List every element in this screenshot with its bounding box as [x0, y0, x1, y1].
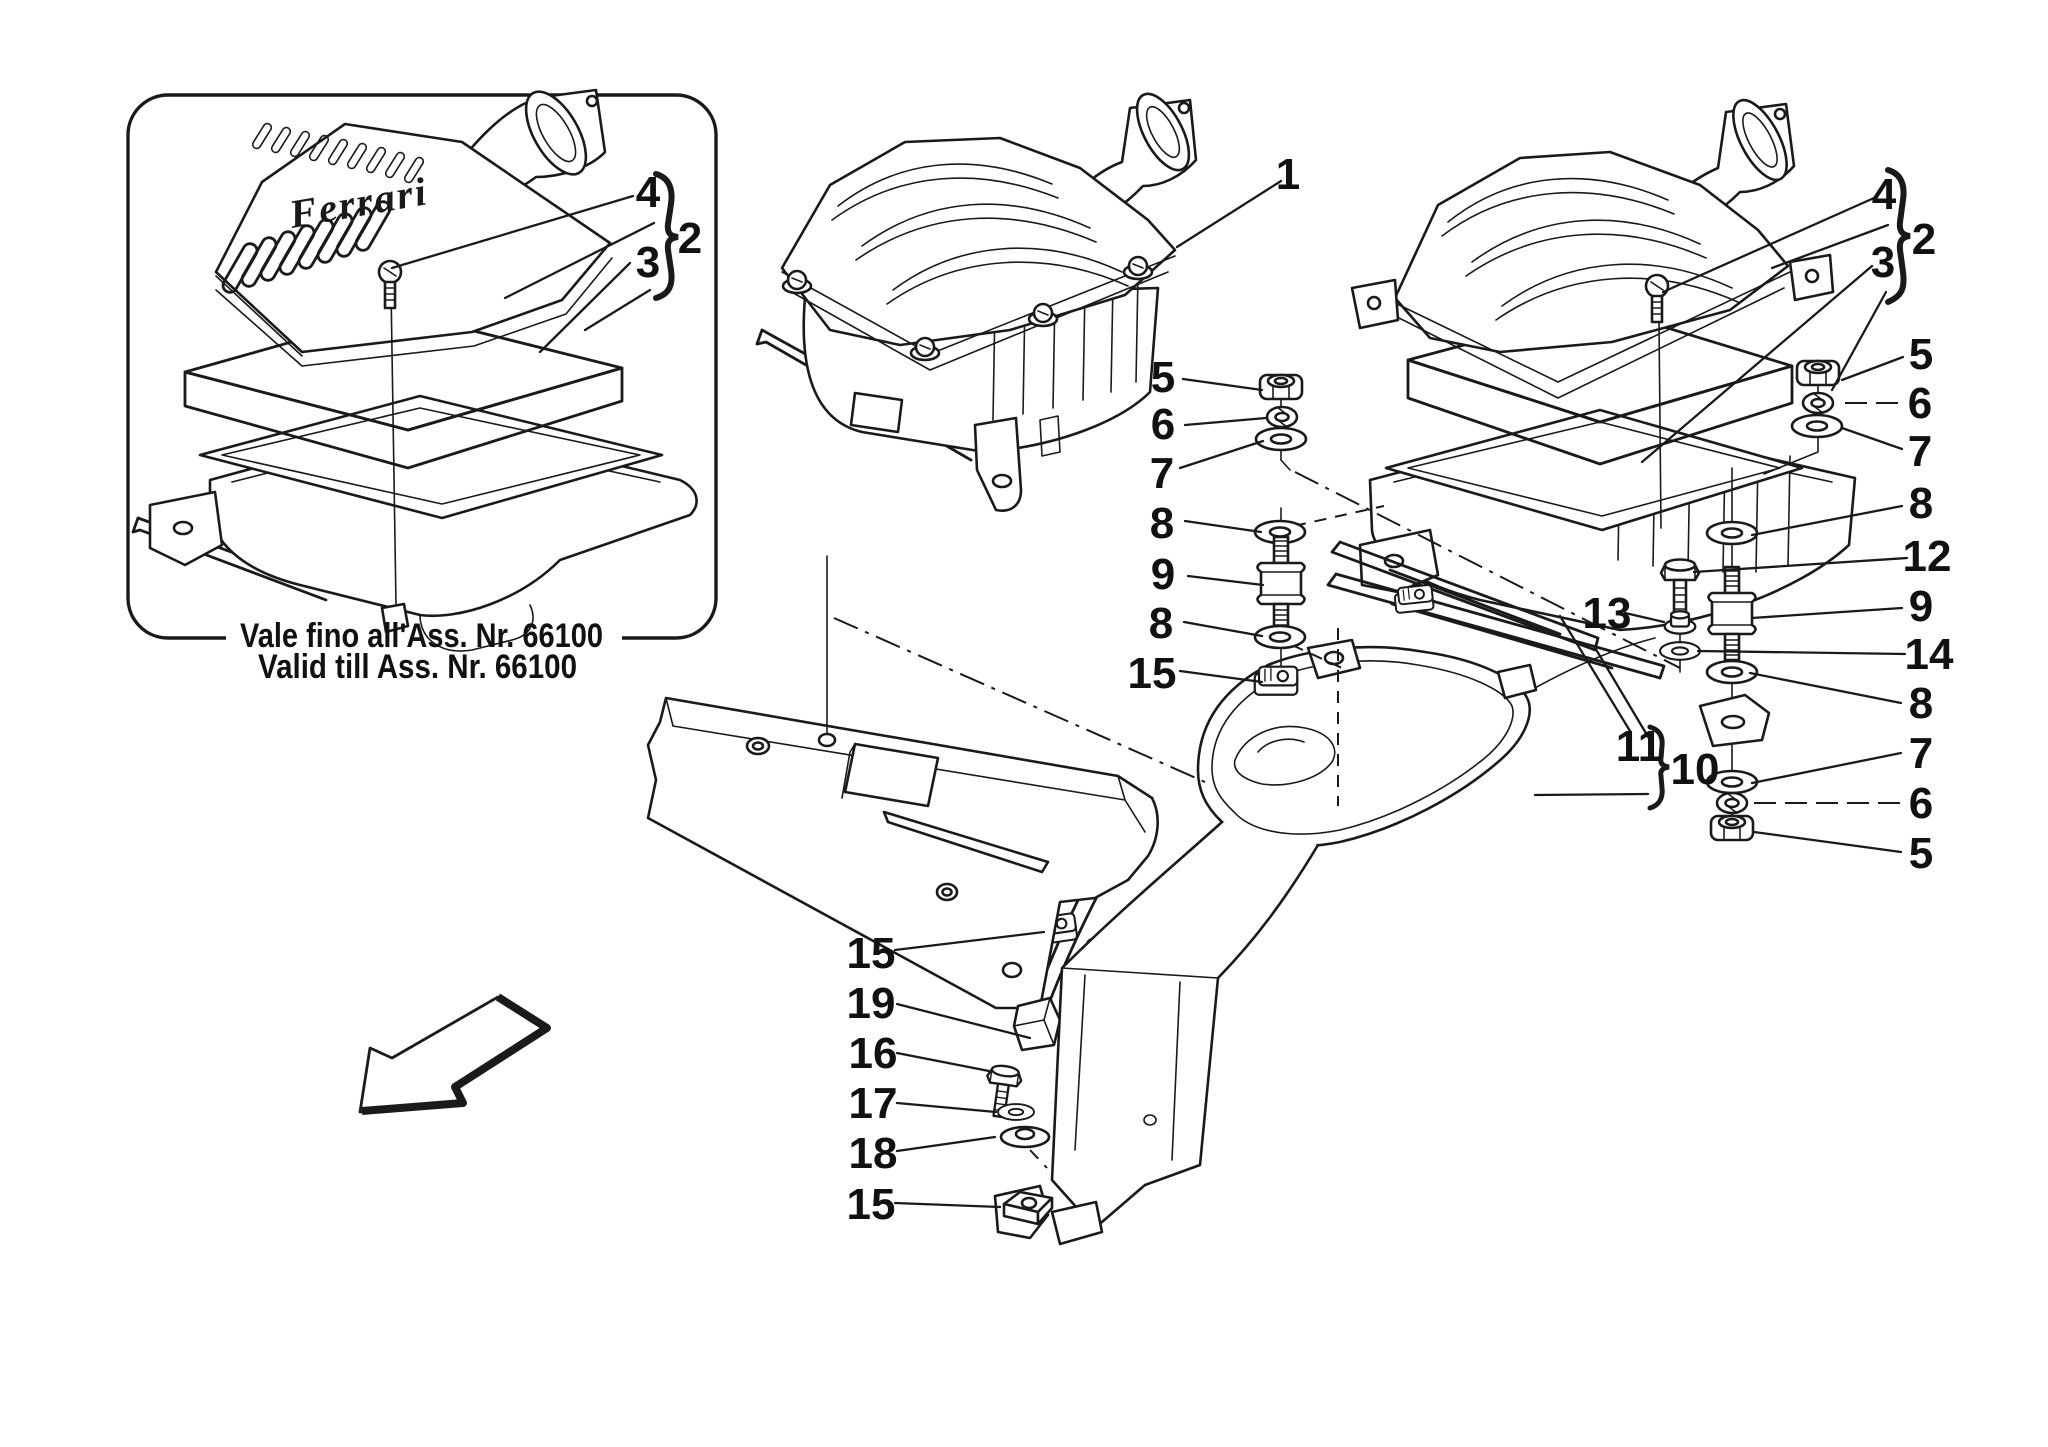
inset-note-line2: Valid till Ass. Nr. 66100	[258, 648, 577, 686]
part-washer	[1705, 520, 1759, 546]
callout-19: 19	[847, 979, 896, 1028]
cover-slots	[221, 200, 392, 294]
callout-2: 2	[1912, 215, 1936, 264]
callout-14: 14	[1905, 630, 1954, 679]
right-air-cleaner	[1326, 98, 1857, 680]
right-duct-mouth	[1196, 645, 1531, 848]
callout-13: 13	[1583, 589, 1632, 638]
callout-2: 2	[678, 214, 702, 263]
callout-15: 15	[847, 1180, 896, 1229]
callout-11: 11	[1616, 722, 1663, 771]
callout-6: 6	[1908, 379, 1932, 428]
hardware-left-column	[1253, 373, 1308, 696]
center-air-cleaner	[755, 92, 1198, 512]
callout-6: 6	[1151, 400, 1175, 449]
part-washer	[1658, 641, 1702, 661]
callout-8: 8	[1149, 599, 1173, 648]
part-flanged-washer	[999, 1125, 1051, 1149]
brace-group-2-inset	[653, 171, 679, 301]
part-lock-washer	[1265, 405, 1299, 429]
callout-18: 18	[849, 1129, 898, 1178]
caption-mask	[226, 610, 622, 688]
inset-gasket	[198, 394, 664, 520]
callout-15: 15	[847, 929, 896, 978]
callout-5: 5	[1909, 330, 1933, 379]
callout-3: 3	[636, 238, 660, 287]
brace-group-10	[1647, 724, 1670, 811]
inset-air-cleaner: Ferrari	[131, 88, 698, 652]
part-nut	[1709, 814, 1755, 842]
callout-16: 16	[849, 1029, 898, 1078]
callout-10: 10	[1671, 745, 1720, 794]
right-intake-duct	[993, 637, 1656, 1246]
leader-lines	[390, 179, 1909, 1209]
part-washer	[1254, 426, 1308, 452]
part-rubber-mount	[1256, 535, 1306, 632]
callout-15: 15	[1128, 649, 1177, 698]
construction-lines	[826, 459, 1681, 1169]
right-duct-body	[1050, 820, 1320, 1230]
callout-6: 6	[1909, 779, 1933, 828]
callout-3: 3	[1871, 238, 1895, 287]
callout-5: 5	[1151, 353, 1175, 402]
part-lock-washer	[1715, 791, 1749, 815]
callout-12: 12	[1903, 532, 1952, 581]
callout-9: 9	[1151, 550, 1175, 599]
callout-7: 7	[1908, 427, 1932, 476]
callout-1: 1	[1276, 150, 1300, 199]
part-lock-washer	[1801, 391, 1835, 415]
part-washer	[1790, 413, 1844, 439]
part-washer	[997, 1103, 1035, 1121]
left-intake-duct	[646, 696, 1159, 1052]
hardware-right-column	[1658, 467, 1771, 842]
hardware-bottom	[980, 1062, 1051, 1149]
right-gasket	[1384, 408, 1804, 532]
callout-4: 4	[636, 168, 661, 217]
right-cover	[1393, 150, 1790, 354]
callout-17: 17	[849, 1079, 898, 1128]
callout-8: 8	[1909, 679, 1933, 728]
center-bracket	[973, 416, 1023, 512]
brace-group-2-right	[1885, 167, 1911, 305]
part-nut	[1258, 373, 1304, 401]
center-cover	[780, 136, 1177, 347]
left-duct-body	[646, 696, 1159, 1010]
callout-7: 7	[1909, 729, 1933, 778]
callout-8: 8	[1150, 499, 1174, 548]
direction-arrow	[358, 993, 551, 1115]
callout-9: 9	[1909, 582, 1933, 631]
callout-8: 8	[1909, 479, 1933, 528]
inset-note-line1: Vale fino all'Ass. Nr. 66100	[240, 617, 603, 655]
hardware-top-right	[1763, 359, 1844, 475]
part-nut	[1795, 359, 1841, 387]
callout-7: 7	[1150, 449, 1174, 498]
callout-5: 5	[1909, 829, 1933, 878]
callout-4: 4	[1872, 170, 1897, 219]
cover-gills	[251, 122, 425, 184]
inset-box	[126, 93, 718, 688]
